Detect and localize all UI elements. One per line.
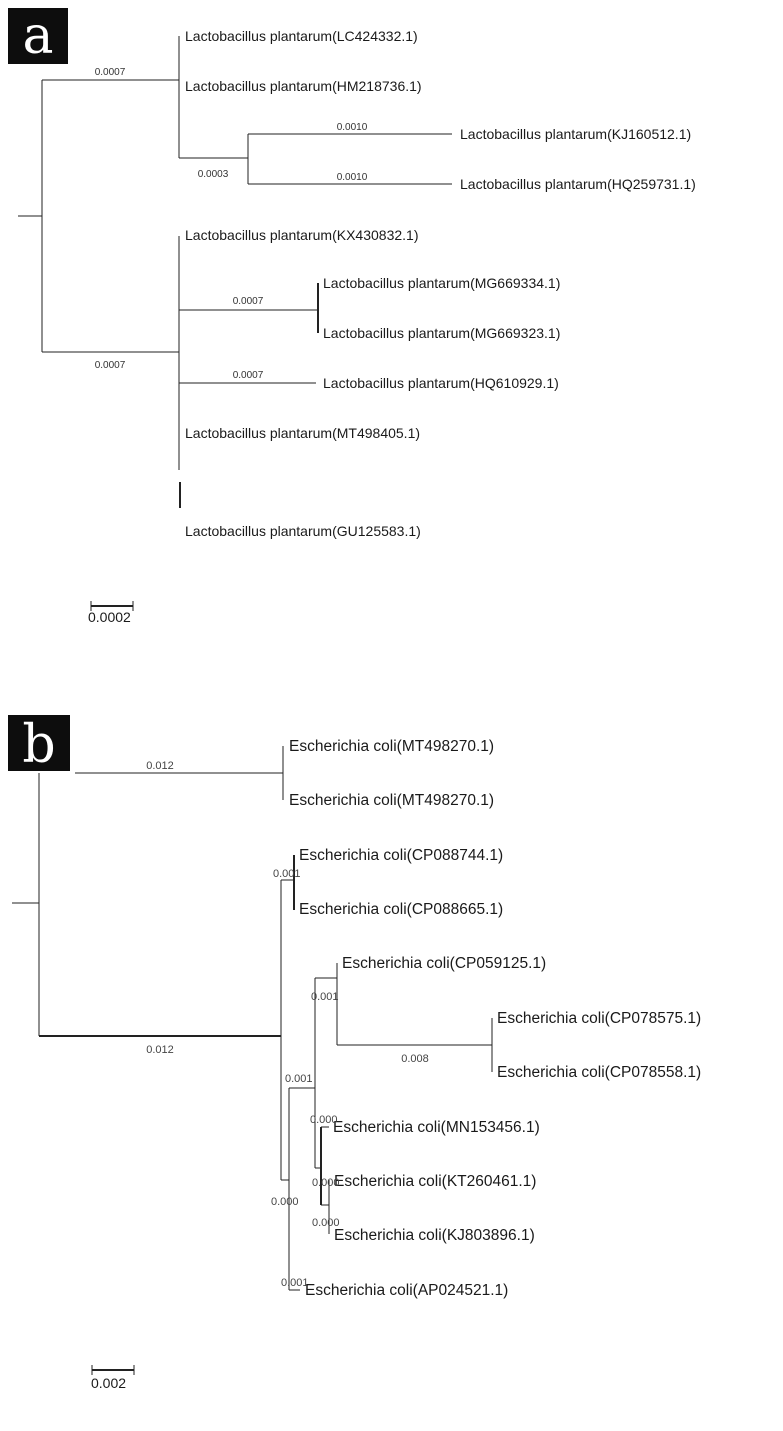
leaf-label: Lactobacillus plantarum(LC424332.1) — [185, 28, 418, 44]
leaf-label: Escherichia coli(CP078558.1) — [497, 1064, 701, 1081]
branch-length-label: 0.012 — [146, 1044, 174, 1056]
branch-length-label: 0.0007 — [95, 67, 126, 78]
panel-a-scale-bar: 0.0002 — [88, 601, 134, 625]
leaf-label: Lactobacillus plantarum(MG669323.1) — [323, 325, 560, 341]
branch-length-label: 0.008 — [401, 1053, 429, 1065]
branch-length-label: 0.001 — [311, 991, 339, 1003]
leaf-label: Escherichia coli(KT260461.1) — [334, 1173, 536, 1190]
branch-length-label: 0.0007 — [233, 296, 264, 307]
branch-length-label: 0.000 — [312, 1217, 340, 1229]
leaf-label: Escherichia coli(CP088665.1) — [299, 901, 503, 918]
leaf-label: Lactobacillus plantarum(KX430832.1) — [185, 227, 418, 243]
panel-a-tree-branches — [18, 36, 452, 508]
panel-b-letter-box — [8, 715, 70, 771]
branch-length-label: 0.001 — [273, 868, 301, 880]
panel-b-leaf-labels: Escherichia coli(MT498270.1) Escherichia… — [289, 738, 701, 1299]
leaf-label: Escherichia coli(CP059125.1) — [342, 955, 546, 972]
branch-length-label: 0.0010 — [337, 122, 368, 133]
leaf-label: Lactobacillus plantarum(KJ160512.1) — [460, 126, 691, 142]
leaf-label: Escherichia coli(AP024521.1) — [305, 1282, 508, 1299]
leaf-label: Lactobacillus plantarum(GU125583.1) — [185, 523, 421, 539]
scale-bar-label-b: 0.002 — [91, 1375, 126, 1391]
panel-a: a Lactobacillus plantarum(LC424332.1) La… — [8, 6, 696, 625]
panel-b: b — [8, 715, 701, 1391]
leaf-label: Lactobacillus plantarum(HM218736.1) — [185, 78, 422, 94]
leaf-label: Escherichia coli(KJ803896.1) — [334, 1227, 535, 1244]
leaf-label: Lactobacillus plantarum(MT498405.1) — [185, 425, 420, 441]
leaf-label: Escherichia coli(CP078575.1) — [497, 1010, 701, 1027]
panel-a-branch-lengths: 0.0007 0.0010 0.0003 0.0010 0.0007 0.000… — [95, 67, 368, 381]
panel-a-letter-box — [8, 8, 68, 64]
leaf-label: Lactobacillus plantarum(MG669334.1) — [323, 275, 560, 291]
panel-b-letter: b — [22, 715, 55, 775]
leaf-label: Escherichia coli(MT498270.1) — [289, 792, 494, 809]
branch-length-label: 0.012 — [146, 760, 174, 772]
leaf-label: Escherichia coli(MN153456.1) — [333, 1119, 540, 1136]
panel-b-branch-lengths: 0.012 0.001 0.001 0.008 0.001 0.000 0.00… — [146, 760, 429, 1289]
leaf-label: Lactobacillus plantarum(HQ259731.1) — [460, 176, 696, 192]
panel-a-letter: a — [22, 6, 53, 66]
branch-length-label: 0.001 — [281, 1277, 309, 1289]
panel-a-leaf-labels: Lactobacillus plantarum(LC424332.1) Lact… — [185, 28, 696, 539]
branch-length-label: 0.0007 — [233, 370, 264, 381]
branch-length-label: 0.001 — [285, 1073, 313, 1085]
branch-length-label: 0.000 — [271, 1196, 299, 1208]
panel-b-tree-branches — [12, 746, 493, 1291]
leaf-label: Lactobacillus plantarum(HQ610929.1) — [323, 375, 559, 391]
panel-b-scale-bar: 0.002 — [91, 1365, 135, 1391]
branch-length-label: 0.0010 — [337, 172, 368, 183]
leaf-label: Escherichia coli(MT498270.1) — [289, 738, 494, 755]
scale-bar-label-a: 0.0002 — [88, 609, 131, 625]
branch-length-label: 0.000 — [312, 1177, 340, 1189]
branch-length-label: 0.000 — [310, 1114, 338, 1126]
branch-length-label: 0.0003 — [198, 169, 229, 180]
leaf-label: Escherichia coli(CP088744.1) — [299, 847, 503, 864]
branch-length-label: 0.0007 — [95, 360, 126, 371]
